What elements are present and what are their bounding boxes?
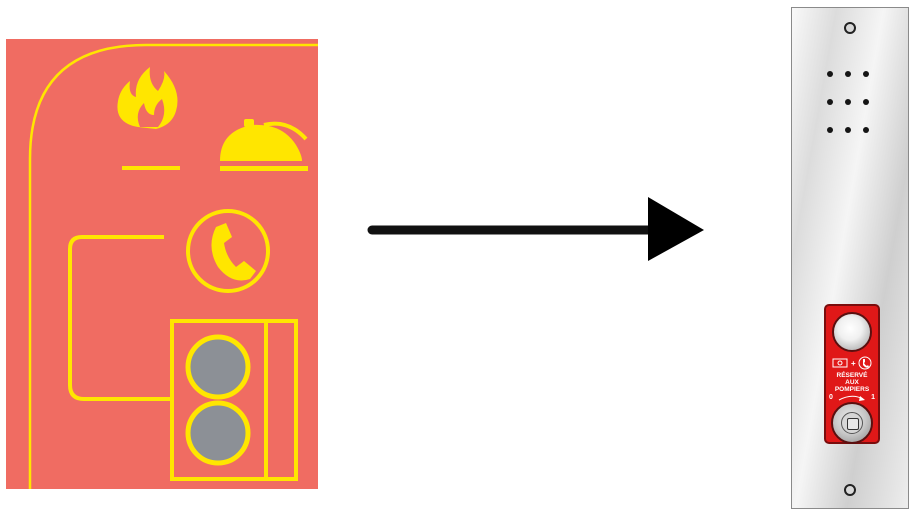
panel-wiring-line [70,237,174,399]
speaker-grille [827,71,877,133]
module-label-line: RÉSERVÉ [826,372,878,379]
indicator-lamp [188,403,248,463]
key-switch[interactable] [831,402,873,444]
lamp-housing [172,321,296,479]
speaker-hole [863,99,869,105]
speaker-hole [827,99,833,105]
switch-on-label: 1 [871,394,875,401]
telephone-icon [188,211,268,291]
key-switch-core [841,412,863,434]
speaker-hole [827,127,833,133]
module-label-line: AUX [826,379,878,386]
speaker-hole [863,71,869,77]
speaker-hole [827,71,833,77]
speaker-hole [845,71,851,77]
indicator-lamp [188,337,248,397]
switch-arc-icon [838,394,866,402]
legacy-panel-drawing [6,39,318,489]
firefighter-module: + RÉSERVÉ AUX POMPIERS 0 1 [824,304,880,444]
call-button[interactable] [832,312,872,352]
screw-icon [844,484,856,496]
module-icons: + [832,356,874,370]
speaker-hole [845,127,851,133]
intercom-plate: + RÉSERVÉ AUX POMPIERS 0 1 [791,7,909,509]
alarm-bell-icon [220,119,308,171]
svg-text:+: + [851,359,856,368]
speaker-hole [863,127,869,133]
key-icon [833,359,847,367]
legacy-fire-panel [6,39,318,489]
fire-icon [117,67,180,170]
key-slot-icon [847,418,859,430]
module-label: RÉSERVÉ AUX POMPIERS [826,372,878,393]
module-label-line: POMPIERS [826,386,878,393]
telephone-icon [859,357,871,369]
screw-icon [844,22,856,34]
switch-off-label: 0 [829,394,833,401]
speaker-hole [845,99,851,105]
right-arrow-icon [366,195,706,265]
